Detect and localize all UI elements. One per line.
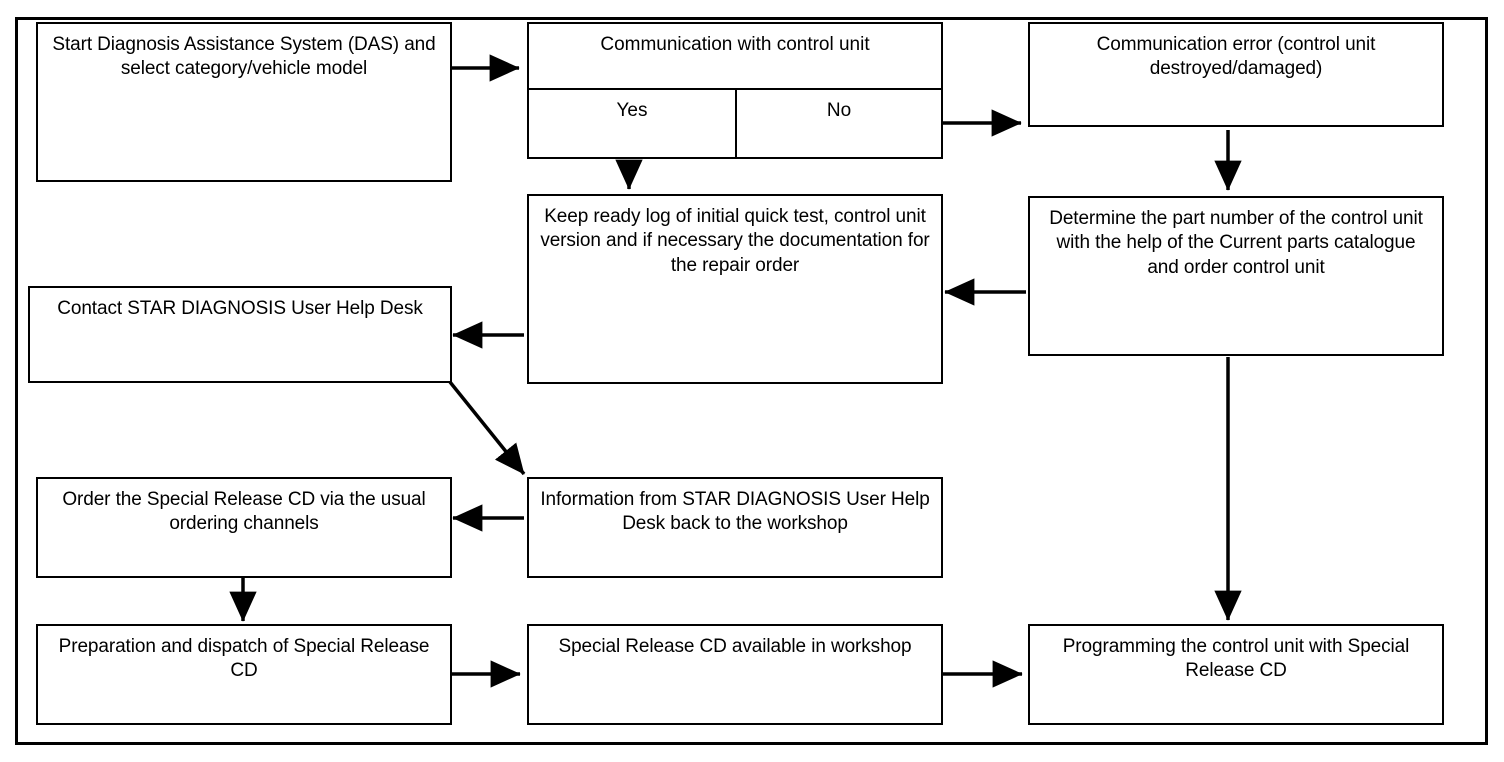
node-preparation-dispatch[interactable]: Preparation and dispatch of Special Rele…: [36, 624, 452, 725]
node-keep-ready-log-label: Keep ready log of initial quick test, co…: [540, 206, 930, 276]
node-communication-label: Communication with control unit: [529, 24, 941, 90]
node-contact-help-desk[interactable]: Contact STAR DIAGNOSIS User Help Desk: [28, 286, 452, 383]
node-start-label: Start Diagnosis Assistance System (DAS) …: [52, 34, 436, 80]
node-cd-available[interactable]: Special Release CD available in workshop: [527, 624, 943, 725]
node-information-back-label: Information from STAR DIAGNOSIS User Hel…: [540, 489, 930, 535]
node-comm-error-label: Communication error (control unit destro…: [1096, 34, 1376, 80]
node-programming[interactable]: Programming the control unit with Specia…: [1028, 624, 1444, 725]
node-information-back[interactable]: Information from STAR DIAGNOSIS User Hel…: [527, 477, 943, 578]
decision-options-row: Yes No: [529, 90, 941, 157]
node-preparation-dispatch-label: Preparation and dispatch of Special Rele…: [58, 636, 430, 682]
node-keep-ready-log[interactable]: Keep ready log of initial quick test, co…: [527, 194, 943, 384]
node-determine-part-number-label: Determine the part number of the control…: [1049, 208, 1423, 278]
diagram-outer-frame: [15, 17, 1488, 745]
node-communication[interactable]: Communication with control unit Yes No: [527, 22, 943, 159]
node-start[interactable]: Start Diagnosis Assistance System (DAS) …: [36, 22, 452, 182]
node-determine-part-number[interactable]: Determine the part number of the control…: [1028, 196, 1444, 356]
node-contact-help-desk-label: Contact STAR DIAGNOSIS User Help Desk: [57, 298, 423, 319]
node-cd-available-label: Special Release CD available in workshop: [558, 636, 912, 657]
node-order-cd-label: Order the Special Release CD via the usu…: [62, 489, 426, 535]
decision-option-no[interactable]: No: [735, 90, 941, 157]
decision-option-yes[interactable]: Yes: [616, 100, 648, 121]
node-comm-error[interactable]: Communication error (control unit destro…: [1028, 22, 1444, 127]
node-programming-label: Programming the control unit with Specia…: [1062, 636, 1410, 682]
node-order-cd[interactable]: Order the Special Release CD via the usu…: [36, 477, 452, 578]
